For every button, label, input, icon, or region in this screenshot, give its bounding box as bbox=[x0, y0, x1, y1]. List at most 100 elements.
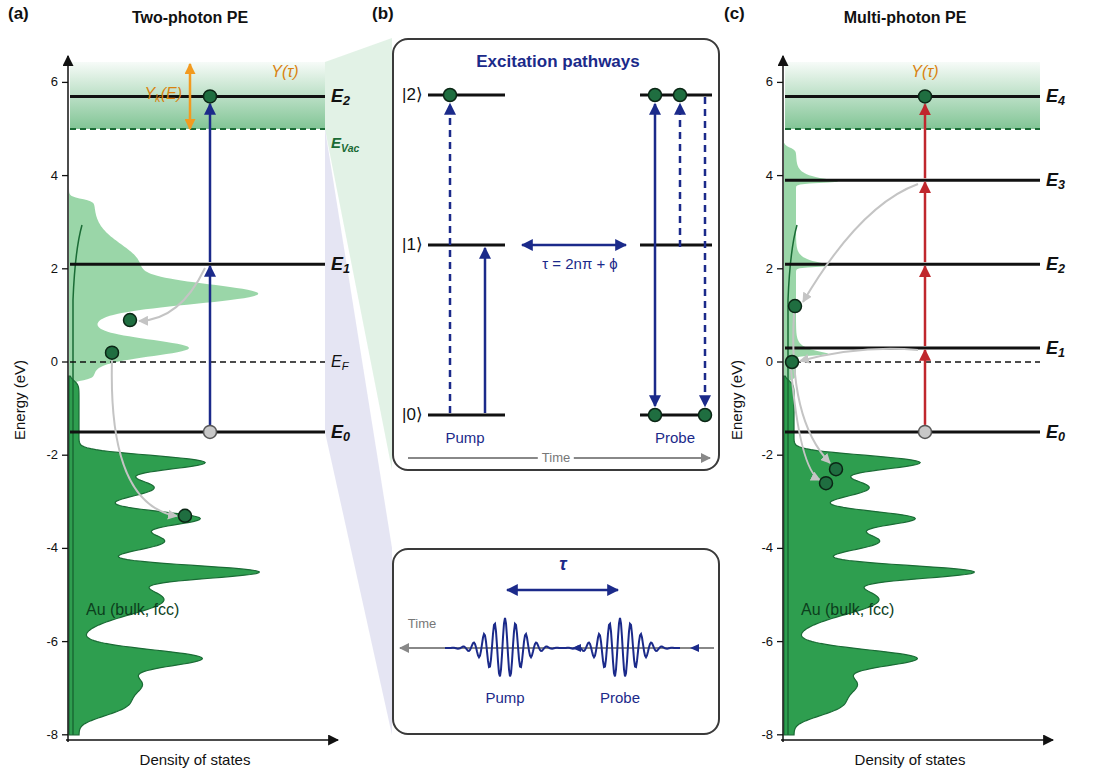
projection-wedge bbox=[325, 129, 392, 735]
text-part: E bbox=[331, 86, 343, 106]
text-part: E bbox=[1046, 254, 1058, 274]
excitation-arrow bbox=[924, 266, 927, 346]
relaxation-arrow bbox=[803, 184, 918, 302]
subscript: 0 bbox=[1058, 430, 1065, 444]
energy-level-label: E4 bbox=[1046, 86, 1065, 107]
tick-label: -6 bbox=[46, 634, 58, 649]
dos-axis bbox=[66, 739, 338, 741]
energy-level bbox=[70, 263, 325, 266]
laser-pulse bbox=[445, 618, 565, 676]
axis-title: Density of states bbox=[855, 751, 966, 768]
energy-level-label: E2 bbox=[331, 86, 350, 107]
tick-label: -2 bbox=[46, 448, 58, 463]
electron-dot bbox=[786, 356, 799, 369]
energy-level-label: E0 bbox=[1046, 422, 1065, 443]
text-part: E bbox=[331, 353, 342, 370]
box-ground bbox=[392, 38, 720, 470]
excitation-arrow bbox=[924, 350, 927, 425]
electron-dot bbox=[830, 463, 843, 476]
dos-curve bbox=[73, 225, 82, 735]
energy-level-label: E2 bbox=[1046, 254, 1065, 275]
pulse-label: Pump bbox=[485, 689, 524, 706]
yield-label: Y(τ) bbox=[271, 63, 298, 81]
electron-dot bbox=[649, 89, 662, 102]
tick-mark bbox=[62, 82, 68, 83]
subscript: Vac bbox=[341, 142, 359, 154]
tick-mark bbox=[777, 82, 783, 83]
energy-level bbox=[785, 179, 1040, 182]
panel-title: Two-photon PE bbox=[132, 9, 248, 27]
electron-dot bbox=[179, 509, 192, 522]
energy-level-label: E1 bbox=[1046, 338, 1065, 359]
relaxation-arrow bbox=[791, 369, 820, 480]
energy-level-label: E0 bbox=[331, 422, 350, 443]
probe-arrow bbox=[654, 104, 657, 406]
panel-label: (c) bbox=[724, 4, 745, 24]
tick-label: 6 bbox=[766, 75, 773, 90]
tick-label: 4 bbox=[766, 168, 773, 183]
tick-label: 0 bbox=[51, 355, 58, 370]
laser-pulse bbox=[560, 618, 680, 676]
electron-dot bbox=[124, 314, 137, 327]
yield-arrow bbox=[189, 64, 192, 129]
tick-mark bbox=[62, 641, 68, 642]
electron-dot bbox=[674, 89, 687, 102]
tick-mark bbox=[777, 548, 783, 549]
yield-label: Y(τ) bbox=[911, 63, 938, 81]
fermi-level-label: EF bbox=[331, 353, 349, 371]
rounded-panel-box: Excitation pathways|2⟩|1⟩τ = 2nπ + ϕ|0⟩P… bbox=[392, 38, 720, 471]
time-label: Time bbox=[538, 451, 574, 466]
panel-label: (a) bbox=[8, 4, 29, 24]
delay-label: τ bbox=[559, 554, 566, 575]
text-part: (E) bbox=[161, 85, 182, 102]
axis-title: Energy (eV) bbox=[11, 360, 28, 440]
energy-level bbox=[785, 430, 1040, 433]
fermi-level bbox=[785, 361, 1040, 363]
relaxation-arrow bbox=[793, 313, 830, 463]
panel-label: (b) bbox=[372, 4, 394, 24]
pump-arrow bbox=[484, 248, 487, 413]
electron-dot bbox=[106, 346, 119, 359]
relaxation-arrow bbox=[112, 360, 177, 516]
energy-axis bbox=[67, 56, 69, 742]
relaxation-arrow bbox=[139, 268, 205, 321]
subscript: 1 bbox=[343, 263, 350, 277]
tick-label: -8 bbox=[46, 727, 58, 742]
electron-dot bbox=[820, 477, 833, 490]
text-part: E bbox=[1046, 86, 1058, 106]
text-part: E bbox=[1046, 422, 1058, 442]
electron-dot bbox=[204, 90, 217, 103]
delay-arrow bbox=[522, 244, 626, 247]
tick-label: -6 bbox=[761, 634, 773, 649]
energy-level bbox=[70, 95, 325, 98]
pulse-label: Pump bbox=[445, 429, 484, 446]
relaxation-arrow bbox=[800, 349, 918, 361]
tick-mark bbox=[777, 455, 783, 456]
tick-label: -2 bbox=[761, 448, 773, 463]
energy-level bbox=[70, 430, 325, 433]
initial-state-dot bbox=[204, 425, 217, 438]
yield-label: Yk(E) bbox=[144, 85, 182, 103]
tick-label: 2 bbox=[766, 261, 773, 276]
state-level bbox=[640, 244, 712, 247]
artwork bbox=[62, 38, 1053, 742]
subscript: F bbox=[342, 360, 349, 372]
state-level bbox=[428, 94, 505, 97]
electron-dot bbox=[699, 409, 712, 422]
tick-label: 0 bbox=[766, 355, 773, 370]
subscript: 3 bbox=[1058, 179, 1065, 193]
tick-mark bbox=[62, 175, 68, 176]
text-part: E bbox=[1046, 170, 1058, 190]
tick-mark bbox=[62, 268, 68, 269]
excitation-arrow bbox=[924, 182, 927, 262]
state-label: |0⟩ bbox=[402, 405, 423, 425]
tick-mark bbox=[777, 175, 783, 176]
text-part: Y bbox=[144, 85, 155, 102]
subscript: 1 bbox=[1058, 346, 1065, 360]
material-label: Au (bulk, fcc) bbox=[86, 601, 179, 619]
text-part: E bbox=[1046, 338, 1058, 358]
tick-mark bbox=[777, 361, 783, 362]
electron-dot bbox=[789, 300, 802, 313]
